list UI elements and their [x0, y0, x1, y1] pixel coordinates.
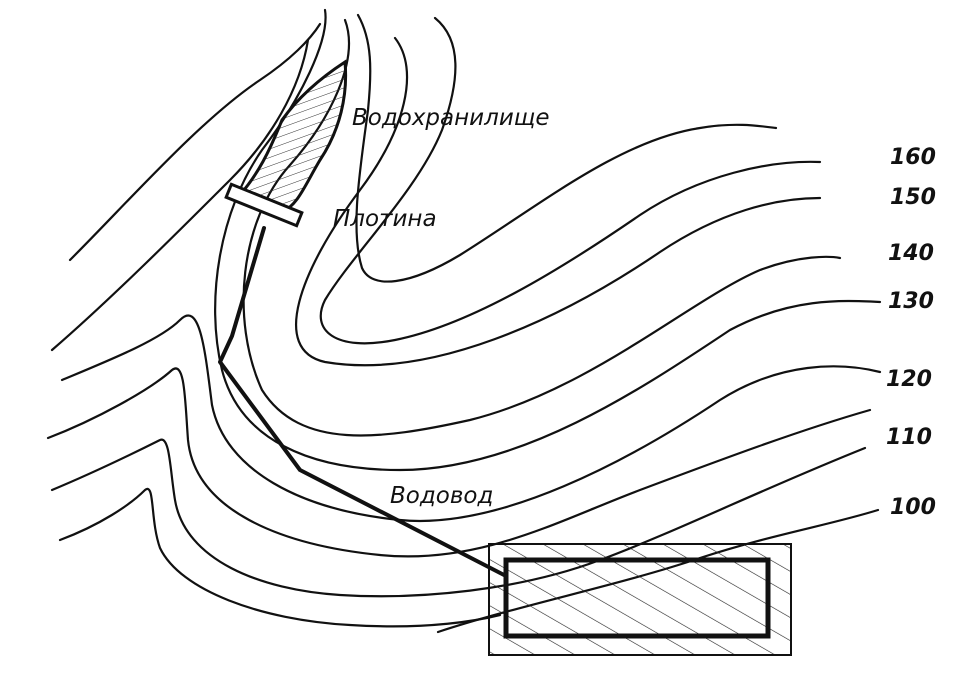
dam: [224, 182, 304, 228]
contour-line-140: [294, 36, 822, 367]
elevation-label-110: 110: [886, 425, 932, 450]
elevation-label-160: 160: [890, 145, 936, 170]
contour-line-160: [355, 13, 778, 283]
pipeline-route: [218, 226, 508, 578]
contour-line-left-3: [60, 314, 882, 523]
contour-line-left-2: [50, 38, 310, 352]
label-reservoir: Водохранилище: [352, 105, 550, 131]
contour-line-left-1: [68, 22, 322, 262]
contour-line-150: [319, 16, 822, 345]
plant-inner-building: [503, 557, 771, 639]
contour-line-105: [58, 487, 502, 628]
elevation-label-130: 130: [888, 289, 934, 314]
contour-lines: [46, 8, 882, 634]
contour-line-110: [50, 438, 867, 598]
power-plant: [488, 543, 792, 656]
dam-rectangle: [224, 182, 304, 228]
contour-line-120: [46, 367, 872, 558]
label-dam: Плотина: [333, 206, 437, 232]
contour-line-130b: [214, 8, 882, 472]
elevation-label-100: 100: [890, 495, 936, 520]
label-pipeline: Водовод: [390, 483, 493, 509]
elevation-label-120: 120: [886, 367, 932, 392]
elevation-label-140: 140: [888, 241, 934, 266]
elevation-label-150: 150: [890, 185, 936, 210]
